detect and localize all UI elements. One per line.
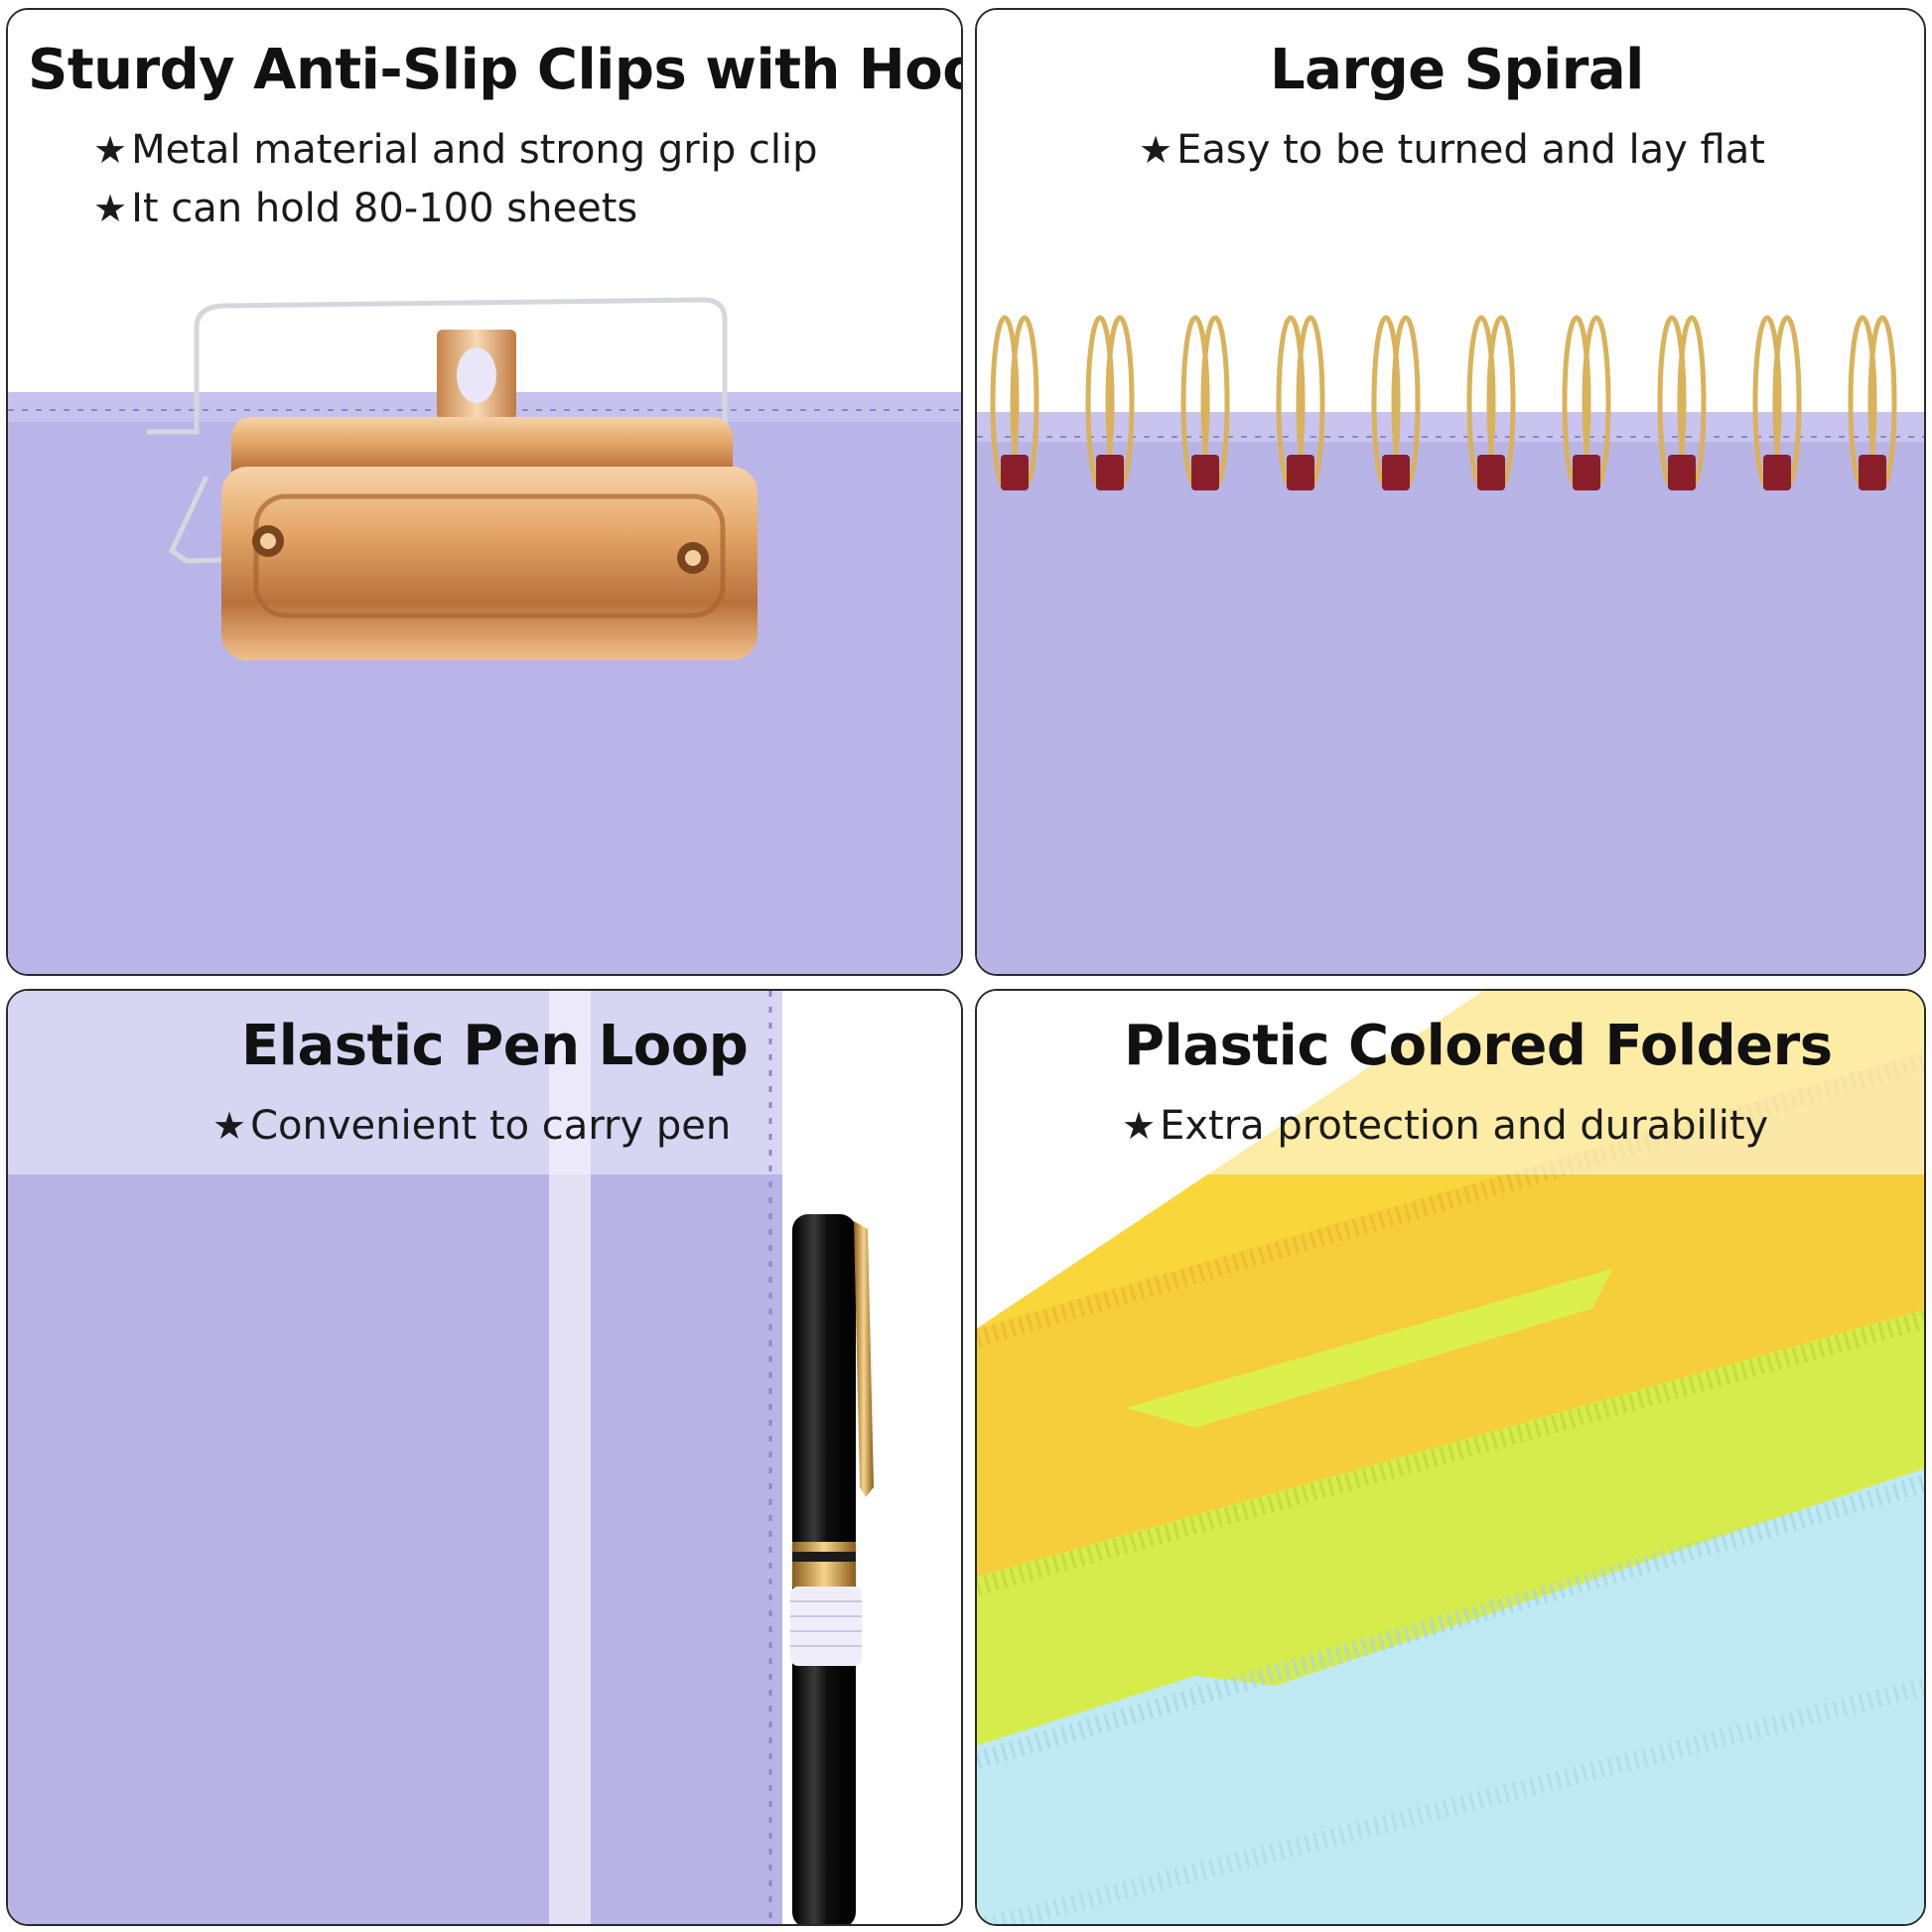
spiral-hole — [1096, 455, 1124, 490]
spiral-hole — [1763, 455, 1791, 490]
spiral-coils — [990, 315, 1897, 490]
panel-title: Elastic Pen Loop — [241, 1014, 749, 1078]
pen-loop-photo — [8, 991, 961, 1924]
spiral-hole — [1287, 455, 1314, 490]
bullet-text: Extra protection and durability — [1160, 1103, 1769, 1149]
spiral-hole — [1859, 455, 1886, 490]
panel-title: Plastic Colored Folders — [1124, 1014, 1833, 1078]
feature-bullet: ★It can hold 80-100 sheets — [93, 189, 637, 228]
star-icon: ★ — [93, 187, 128, 230]
panel-plastic-folders: Plastic Colored Folders ★Extra protectio… — [975, 989, 1926, 1926]
spiral-hole — [1191, 455, 1219, 490]
panel-large-spiral: Large Spiral ★Easy to be turned and lay … — [975, 8, 1926, 976]
bullet-text: Metal material and strong grip clip — [131, 127, 818, 173]
spiral-hole — [1382, 455, 1410, 490]
panel-anti-slip-clip: Sturdy Anti-Slip Clips with Hook ★Metal … — [6, 8, 963, 976]
bullet-text: It can hold 80-100 sheets — [131, 186, 638, 231]
spiral-photo — [977, 10, 1924, 974]
folders-photo — [977, 991, 1924, 1924]
spiral-hole — [1668, 455, 1696, 490]
star-icon: ★ — [1122, 1104, 1157, 1148]
feature-bullet: ★Metal material and strong grip clip — [93, 130, 818, 170]
star-icon: ★ — [212, 1104, 247, 1148]
star-icon: ★ — [1139, 128, 1173, 172]
feature-bullet: ★Easy to be turned and lay flat — [1139, 130, 1765, 170]
bullet-text: Easy to be turned and lay flat — [1176, 127, 1765, 173]
spiral-hole — [1477, 455, 1505, 490]
feature-bullet: ★Convenient to carry pen — [212, 1106, 731, 1146]
panel-title: Large Spiral — [1270, 38, 1644, 102]
panel-title: Sturdy Anti-Slip Clips with Hook — [28, 38, 963, 102]
panel-elastic-pen-loop: Elastic Pen Loop ★Convenient to carry pe… — [6, 989, 963, 1926]
clip-photo — [8, 10, 961, 974]
bullet-text: Convenient to carry pen — [250, 1103, 732, 1149]
star-icon: ★ — [93, 128, 128, 172]
spiral-hole — [1001, 455, 1029, 490]
feature-bullet: ★Extra protection and durability — [1122, 1106, 1768, 1146]
spiral-hole — [1573, 455, 1600, 490]
